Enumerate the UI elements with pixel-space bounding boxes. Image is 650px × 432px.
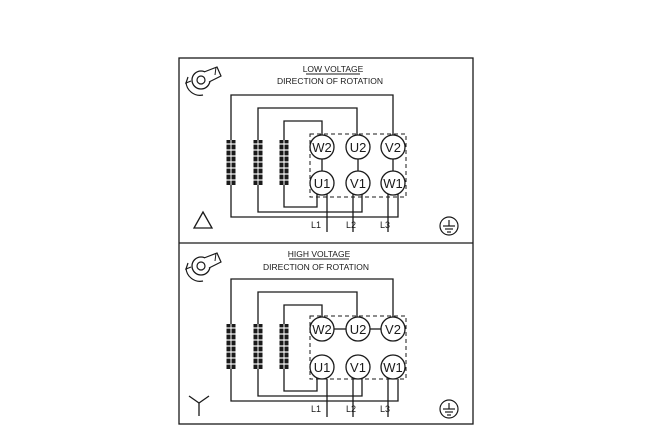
svg-text:U1: U1 bbox=[314, 176, 331, 191]
winding-coil-2 bbox=[251, 321, 265, 372]
diagram-frame bbox=[178, 57, 474, 425]
terminal-top-3: V2 bbox=[380, 316, 406, 342]
winding-coil-1 bbox=[224, 137, 238, 188]
terminal-top-1: W2 bbox=[309, 316, 335, 342]
terminal-bottom-3: W1 bbox=[380, 354, 406, 380]
winding-wires bbox=[230, 94, 399, 232]
svg-text:W1: W1 bbox=[383, 360, 403, 375]
panel-high-voltage: HIGH VOLTAGE DIRECTION OF ROTATION bbox=[185, 249, 459, 419]
line-label-l3: L3 bbox=[380, 404, 390, 414]
winding-wires bbox=[230, 278, 399, 417]
star-symbol bbox=[188, 395, 210, 416]
terminal-top-3: V2 bbox=[380, 134, 406, 160]
terminal-top-1: W2 bbox=[309, 134, 335, 160]
panel-low-voltage: LOW VOLTAGE DIRECTION OF ROTATION bbox=[185, 64, 459, 236]
winding-coil-3 bbox=[277, 321, 291, 372]
ground-icon bbox=[439, 399, 459, 419]
terminal-bottom-3: W1 bbox=[380, 170, 406, 196]
line-label-l1: L1 bbox=[311, 404, 321, 414]
svg-text:W2: W2 bbox=[312, 322, 332, 337]
svg-text:V1: V1 bbox=[350, 360, 366, 375]
panel-subtitle: DIRECTION OF ROTATION bbox=[263, 262, 369, 272]
terminal-box bbox=[309, 133, 407, 198]
svg-text:V1: V1 bbox=[350, 176, 366, 191]
winding-coil-1 bbox=[224, 321, 238, 372]
line-label-l2: L2 bbox=[346, 404, 356, 414]
terminal-bottom-1: U1 bbox=[309, 354, 335, 380]
svg-text:U2: U2 bbox=[350, 140, 367, 155]
svg-text:U2: U2 bbox=[350, 322, 367, 337]
svg-text:V2: V2 bbox=[385, 322, 401, 337]
terminal-bottom-1: U1 bbox=[309, 170, 335, 196]
line-label-l1: L1 bbox=[311, 220, 321, 230]
svg-text:U1: U1 bbox=[314, 360, 331, 375]
svg-text:W2: W2 bbox=[312, 140, 332, 155]
terminal-bottom-2: V1 bbox=[345, 354, 371, 380]
line-label-l3: L3 bbox=[380, 220, 390, 230]
svg-text:W1: W1 bbox=[383, 176, 403, 191]
line-label-l2: L2 bbox=[346, 220, 356, 230]
terminal-top-2: U2 bbox=[345, 316, 371, 342]
winding-coil-3 bbox=[277, 137, 291, 188]
rotation-direction-icon bbox=[185, 66, 222, 96]
delta-symbol bbox=[192, 210, 214, 229]
winding-coil-2 bbox=[251, 137, 265, 188]
terminal-top-2: U2 bbox=[345, 134, 371, 160]
rotation-direction-icon bbox=[185, 252, 222, 282]
panel-subtitle: DIRECTION OF ROTATION bbox=[277, 76, 383, 86]
ground-icon bbox=[439, 216, 459, 236]
panel-title: LOW VOLTAGE bbox=[303, 64, 364, 74]
svg-text:V2: V2 bbox=[385, 140, 401, 155]
panel-title: HIGH VOLTAGE bbox=[288, 249, 351, 259]
terminal-bottom-2: V1 bbox=[345, 170, 371, 196]
